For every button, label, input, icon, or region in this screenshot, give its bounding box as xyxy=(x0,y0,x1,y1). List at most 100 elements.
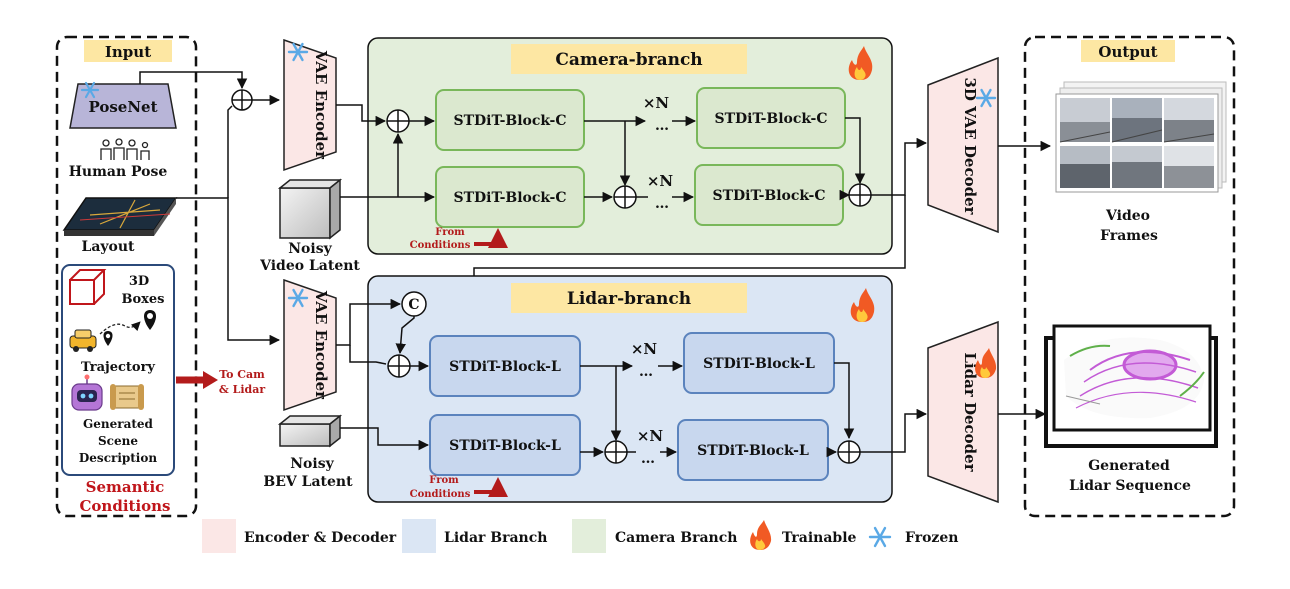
layout-to-lidar-encoder-line xyxy=(176,197,281,346)
legend: Encoder & Decoder Lidar Branch Camera Br… xyxy=(202,519,958,553)
lidar-vae-encoder: VAE Encoder xyxy=(283,278,337,412)
fire-icon xyxy=(750,520,772,550)
lidar-block-1-label: STDiT-Block-L xyxy=(449,359,561,375)
lidar-row2-repeat: ×N xyxy=(637,427,664,445)
output-title: Output xyxy=(1098,43,1157,61)
video-frames-image xyxy=(1055,81,1227,193)
layout-icon xyxy=(62,197,178,236)
camera-row2-repeat: ×N xyxy=(647,172,674,190)
video-decoder: 3D VAE Decoder xyxy=(927,56,999,234)
lidar-row1-ellipsis: … xyxy=(639,364,653,380)
lidar-sequence-image xyxy=(1044,324,1218,448)
trajectory-label: Trajectory xyxy=(81,360,155,375)
camera-from-conditions-1: From xyxy=(435,227,465,238)
camera-row1-ellipsis: … xyxy=(655,118,669,134)
noisy-bev-label-2: BEV Latent xyxy=(263,474,353,490)
to-cam-lidar-label-2: & Lidar xyxy=(219,383,265,396)
lidar-to-decoder-line xyxy=(860,408,928,453)
camera-input-sum-plus xyxy=(387,110,409,132)
camera-row2-ellipsis: … xyxy=(655,196,669,212)
camera-block-3-label: STDiT-Block-C xyxy=(715,111,828,127)
concat-to-sum-line xyxy=(395,316,415,355)
lidar-encoder-to-sum-line xyxy=(349,345,387,365)
camera-block-1 xyxy=(435,89,585,151)
lidar-from-conditions-2: Conditions xyxy=(410,489,471,500)
lidar-block-2 xyxy=(429,414,581,476)
noisy-video-label-1: Noisy xyxy=(288,241,332,257)
lidar-row2-sum-plus xyxy=(605,441,627,463)
semantic-conditions-box xyxy=(61,264,175,476)
snowflake-icon xyxy=(975,88,997,108)
scene-label-3: Description xyxy=(79,451,157,465)
camera-block-2-label: STDiT-Block-C xyxy=(454,190,567,206)
camera-output-sum-plus xyxy=(849,184,871,206)
posenet-to-sum-line xyxy=(139,71,248,90)
camera-block-1-label: STDiT-Block-C xyxy=(454,113,567,129)
legend-swatch-camera xyxy=(572,519,606,553)
camera-row2-sum-plus xyxy=(614,186,636,208)
lidar-title-bar xyxy=(511,283,747,313)
human-pose-icon xyxy=(100,138,150,160)
lidar-input-sum-plus xyxy=(388,355,410,377)
semantic-label-1: Semantic xyxy=(86,478,165,496)
lidar-sequence-label-1: Generated xyxy=(1088,458,1170,474)
camera-title-bar xyxy=(511,44,747,74)
scroll-icon xyxy=(110,384,144,410)
lidar-block-2-label: STDiT-Block-L xyxy=(449,438,561,454)
lidar-decoder-label: Lidar Decoder xyxy=(961,352,979,472)
location-pin-icon-small xyxy=(103,331,113,346)
snowflake-icon xyxy=(287,288,309,308)
input-sum-plus xyxy=(232,90,252,110)
noisy-bev-to-block-line xyxy=(340,427,430,451)
snowflake-icon xyxy=(868,526,892,548)
camera-from-conditions-arrow xyxy=(474,228,508,248)
video-decoder-label: 3D VAE Decoder xyxy=(961,77,979,215)
boxes-label-1: 3D xyxy=(129,274,149,289)
lidar-from-conditions-1: From xyxy=(429,475,459,486)
lidar-block-3-label: STDiT-Block-L xyxy=(703,356,815,372)
legend-swatch-encoder-decoder xyxy=(202,519,236,553)
lidar-decoder: Lidar Decoder xyxy=(927,320,999,504)
trajectory-path xyxy=(99,321,141,335)
layout-to-sum-line xyxy=(227,105,233,198)
noisy-video-label-2: Video Latent xyxy=(259,258,360,274)
legend-trainable: Trainable xyxy=(782,530,857,546)
to-cam-lidar-arrowhead xyxy=(203,371,218,389)
camera-from-conditions-2: Conditions xyxy=(410,240,471,251)
to-cam-lidar-label-1: To Cam xyxy=(219,368,265,381)
camera-row1-repeat: ×N xyxy=(643,94,670,112)
video-frames-label-1: Video xyxy=(1105,208,1150,224)
fire-icon xyxy=(850,288,875,322)
encoder-to-camera-sum-line xyxy=(336,104,387,127)
lidar-encoder-to-concat-line xyxy=(336,298,402,346)
lidar-from-conditions-arrow xyxy=(474,477,508,497)
legend-swatch-lidar xyxy=(402,519,436,553)
video-frames-label-2: Frames xyxy=(1100,228,1158,244)
fire-icon xyxy=(848,46,873,80)
legend-lidar-branch: Lidar Branch xyxy=(444,530,547,546)
semantic-label-2: Conditions xyxy=(79,497,170,515)
camera-block-4-label: STDiT-Block-C xyxy=(713,188,826,204)
snowflake-icon xyxy=(287,42,309,62)
lidar-block-4-label: STDiT-Block-L xyxy=(697,443,809,459)
camera-vae-encoder: VAE Encoder xyxy=(283,38,337,172)
legend-encoder-decoder: Encoder & Decoder xyxy=(244,530,397,546)
noisy-bev-latent-cube xyxy=(277,414,343,448)
posenet-block: PoseNet xyxy=(69,83,177,129)
lidar-sequence-label-2: Lidar Sequence xyxy=(1069,478,1191,494)
scene-label-1: Generated xyxy=(83,417,154,431)
car-icon xyxy=(69,329,97,352)
lidar-output-sum-plus xyxy=(838,441,860,463)
lidar-branch-title: Lidar-branch xyxy=(567,289,691,309)
camera-row1-to-out-sum-line xyxy=(845,117,866,185)
output-title-bar xyxy=(1081,40,1175,62)
human-pose-label: Human Pose xyxy=(69,164,168,180)
output-panel xyxy=(1023,35,1236,518)
noisy-bev-label-1: Noisy xyxy=(290,456,334,472)
camera-to-decoder-line xyxy=(871,137,928,196)
legend-frozen: Frozen xyxy=(905,530,958,546)
lidar-row1-repeat: ×N xyxy=(631,340,658,358)
input-title: Input xyxy=(105,43,151,61)
legend-camera-branch: Camera Branch xyxy=(615,530,737,546)
